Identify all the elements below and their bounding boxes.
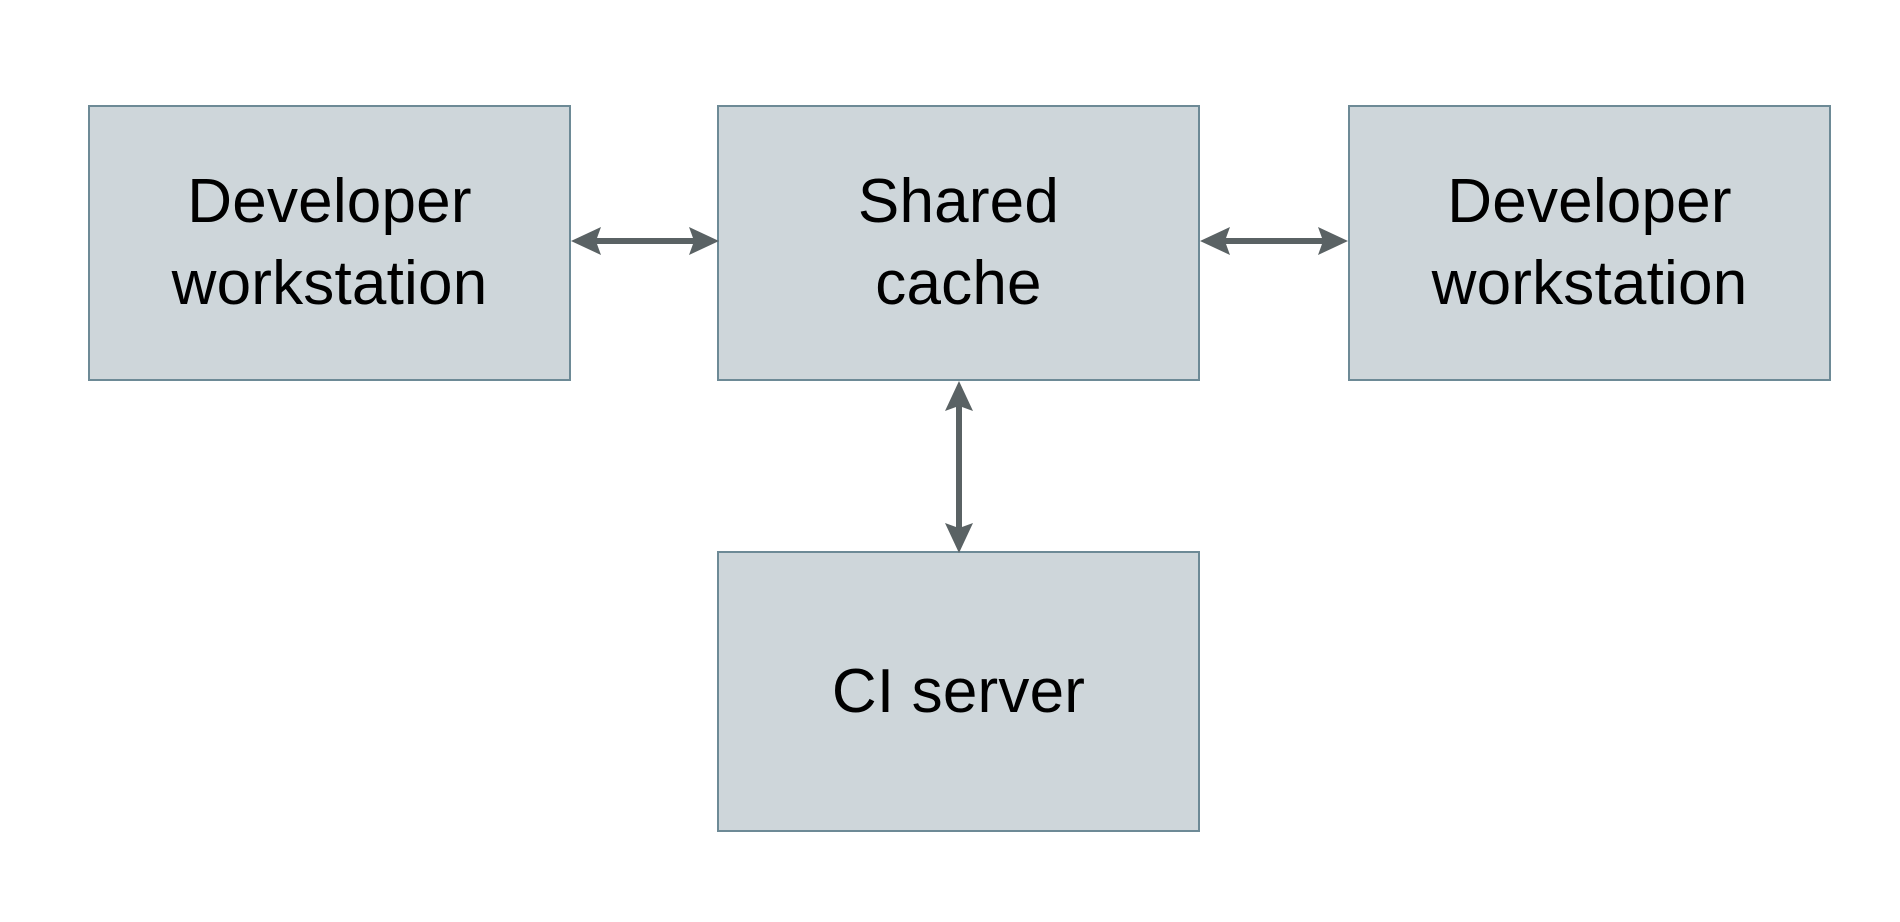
node-label: Developer workstation <box>171 167 488 318</box>
node-ci-server[interactable]: CI server <box>717 551 1200 832</box>
double-arrow-horizontal-icon <box>571 227 719 255</box>
edge-developer-left-to-shared-cache <box>571 213 719 269</box>
edge-shared-cache-to-ci-server <box>931 381 987 553</box>
node-developer-workstation-right[interactable]: Developer workstation <box>1348 105 1831 381</box>
node-label: Developer workstation <box>1431 167 1748 318</box>
node-label: Shared cache <box>857 167 1060 318</box>
edge-shared-cache-to-developer-right <box>1200 213 1348 269</box>
double-arrow-vertical-icon <box>945 381 973 553</box>
double-arrow-horizontal-icon <box>1200 227 1348 255</box>
node-label: CI server <box>831 656 1086 726</box>
node-developer-workstation-left[interactable]: Developer workstation <box>88 105 571 381</box>
node-shared-cache[interactable]: Shared cache <box>717 105 1200 381</box>
